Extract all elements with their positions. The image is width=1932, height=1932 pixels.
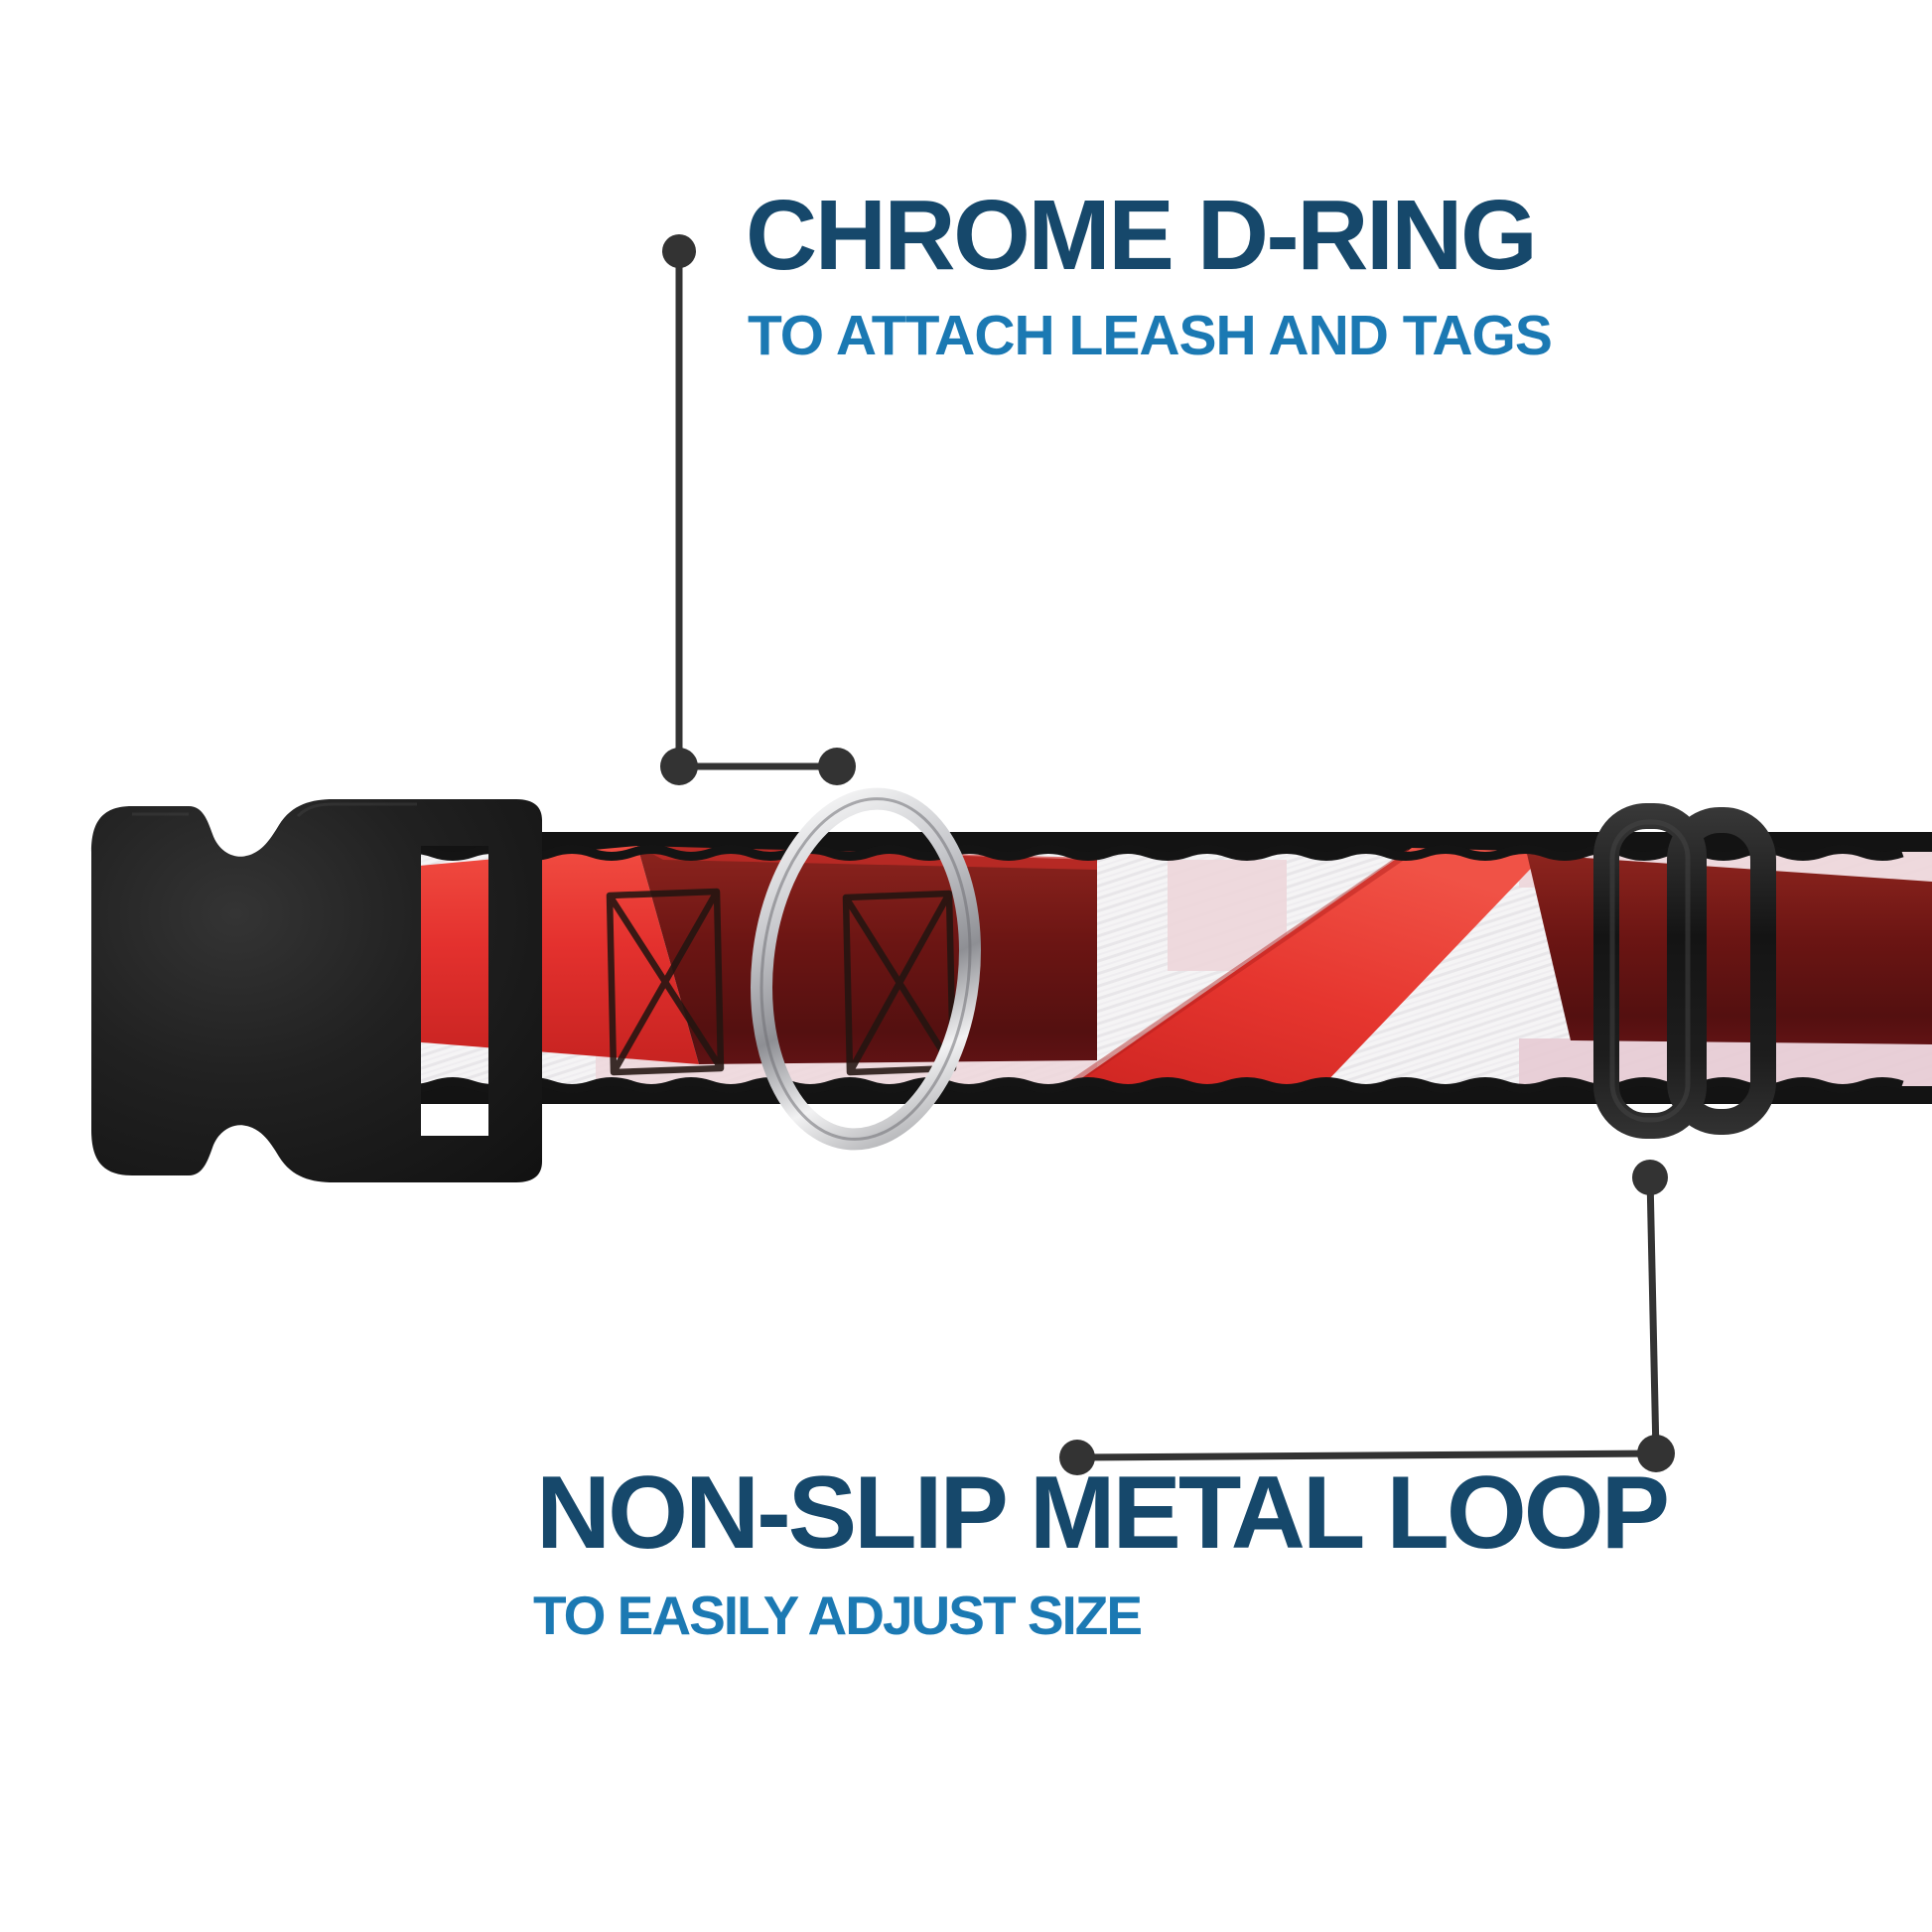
strap-woven-edge-top xyxy=(391,845,1904,861)
loop-highlight xyxy=(1609,819,1691,1123)
metal-slider-loop xyxy=(1593,803,1776,1139)
metal-loop-callout xyxy=(1059,1160,1675,1475)
side-release-buckle xyxy=(91,799,542,1182)
shadowed-red-band-middle xyxy=(637,846,1097,1064)
red-stripe-shadow-edge xyxy=(1071,849,1412,1085)
callout-dot xyxy=(1632,1160,1668,1195)
strap-woven-edge-bottom xyxy=(391,1077,1904,1093)
metal-loop-callout-subtitle: TO EASILY ADJUST SIZE xyxy=(533,1585,1143,1646)
chrome-d-ring xyxy=(751,787,981,1151)
callout-dot xyxy=(660,748,698,785)
dring-callout xyxy=(660,234,856,785)
callout-dot xyxy=(1059,1440,1095,1475)
metal-loop-callout-title: NON-SLIP METAL LOOP xyxy=(536,1455,1670,1571)
stitch-box-1 xyxy=(606,888,725,1076)
red-stripe-diagonal xyxy=(1070,848,1547,1086)
buckle-highlight xyxy=(132,802,417,818)
callout-dot xyxy=(662,234,696,268)
dring-callout-title: CHROME D-RING xyxy=(746,180,1538,291)
dring-callout-subtitle: TO ATTACH LEASH AND TAGS xyxy=(748,304,1553,367)
callout-dot xyxy=(818,748,856,785)
red-stripe-left xyxy=(397,846,699,1064)
callout-dot xyxy=(1637,1435,1675,1472)
shadowed-red-band-right xyxy=(1527,854,1932,1044)
